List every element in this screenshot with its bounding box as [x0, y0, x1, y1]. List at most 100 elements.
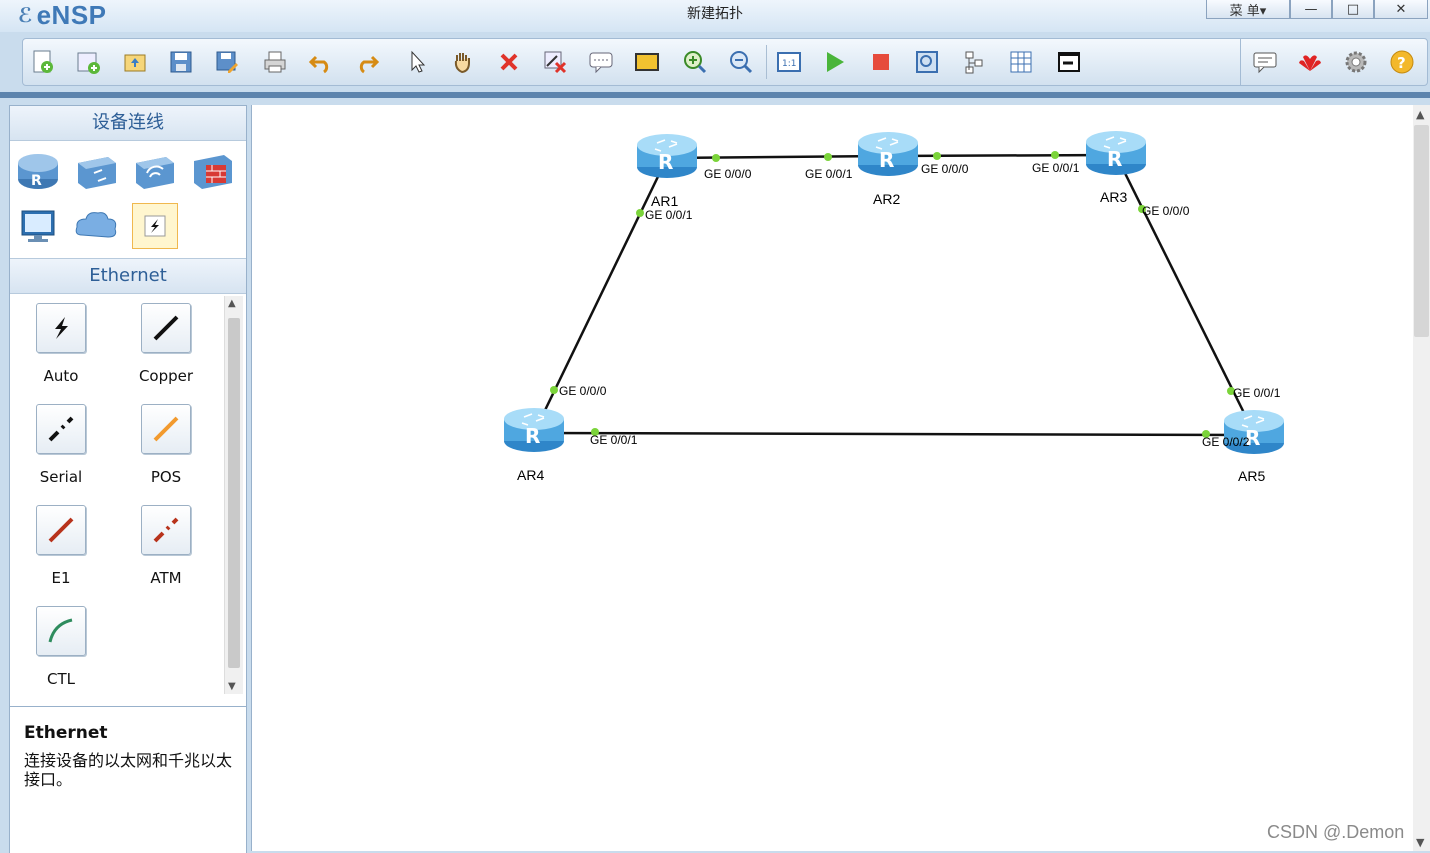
cable-list-scroll-thumb[interactable]: [228, 318, 240, 668]
cable-ctl[interactable]: CTL: [11, 606, 111, 696]
port-status-dot: [550, 386, 558, 394]
console-icon[interactable]: [1055, 48, 1083, 76]
port-label-ar1-ge001: GE 0/0/1: [645, 208, 693, 222]
cable-serial[interactable]: Serial: [11, 404, 111, 494]
port-label-ar4-ge000: GE 0/0/0: [559, 384, 607, 398]
zoom-in-icon[interactable]: [681, 48, 709, 76]
router-icon-ar4[interactable]: R: [504, 408, 564, 452]
svg-text:R: R: [31, 173, 42, 189]
port-status-dot: [636, 209, 644, 217]
canvas-scroll-down-icon[interactable]: ▼: [1416, 836, 1425, 849]
switch-device-icon[interactable]: [74, 149, 118, 193]
feedback-icon[interactable]: [1251, 48, 1279, 76]
cable-atm[interactable]: ATM: [116, 505, 216, 595]
auto-cable-icon: [36, 303, 86, 353]
minimize-button[interactable]: —: [1290, 0, 1332, 19]
open-icon[interactable]: [121, 48, 149, 76]
save-as-icon[interactable]: [213, 48, 241, 76]
grid-icon[interactable]: [1007, 48, 1035, 76]
svg-text:R: R: [1245, 426, 1260, 450]
cable-info-description: 连接设备的以太网和千兆以太接口。: [24, 751, 233, 789]
port-status-dot: [712, 154, 720, 162]
port-status-dot: [1202, 430, 1210, 438]
router-icon-ar3[interactable]: R: [1086, 131, 1146, 175]
canvas-scroll-up-icon[interactable]: ▲: [1416, 108, 1425, 121]
zoom-out-icon[interactable]: [727, 48, 755, 76]
atm-cable-icon: [141, 505, 191, 555]
text-note-icon[interactable]: [587, 48, 615, 76]
close-button[interactable]: ✕: [1374, 0, 1428, 19]
cable-auto[interactable]: Auto: [11, 303, 111, 393]
window-title: 新建拓扑: [687, 6, 743, 22]
save-icon[interactable]: [167, 48, 195, 76]
port-status-dot: [1138, 205, 1146, 213]
port-label-ar5-ge001: GE 0/0/1: [1233, 386, 1281, 400]
pc-device-icon[interactable]: [16, 203, 60, 247]
pan-hand-icon[interactable]: [449, 48, 477, 76]
port-status-dot: [1051, 151, 1059, 159]
port-label-ar4-ge001: GE 0/0/1: [590, 433, 638, 447]
port-label-ar2-ge000: GE 0/0/0: [921, 162, 969, 176]
title-bar: ℰ eNSP 新建拓扑 菜 单▾ — □ ✕: [0, 0, 1430, 32]
router-device-icon[interactable]: R: [16, 149, 60, 193]
stop-device-icon[interactable]: [867, 48, 895, 76]
router-label-ar2: AR2: [873, 191, 901, 207]
topology-view-icon[interactable]: [961, 48, 989, 76]
rectangle-icon[interactable]: [633, 48, 661, 76]
redo-icon[interactable]: [353, 48, 381, 76]
cable-list-scrollbar[interactable]: ▲ ▼: [224, 296, 243, 694]
cable-info-box: Ethernet 连接设备的以太网和千兆以太接口。: [10, 706, 246, 853]
router-label-ar3: AR3: [1100, 189, 1128, 205]
router-icon-ar2[interactable]: R: [858, 132, 918, 176]
cable-e1[interactable]: E1: [11, 505, 111, 595]
canvas-scroll-thumb[interactable]: [1414, 125, 1429, 337]
cable-type-header: Ethernet: [10, 258, 246, 294]
new-example-icon[interactable]: [75, 48, 103, 76]
port-label-ar2-ge001: GE 0/0/1: [805, 167, 853, 181]
toolbar: 1:1 ?: [22, 38, 1428, 86]
maximize-button[interactable]: □: [1332, 0, 1374, 19]
delete-link-icon[interactable]: [541, 48, 569, 76]
undo-icon[interactable]: [307, 48, 335, 76]
scroll-down-icon[interactable]: ▼: [228, 681, 236, 692]
cable-pos[interactable]: POS: [116, 404, 216, 494]
e1-cable-icon: [36, 505, 86, 555]
router-label-ar1: AR1: [651, 193, 679, 209]
port-label-ar1-ge000: GE 0/0/0: [704, 167, 752, 181]
cloud-device-icon[interactable]: [74, 203, 118, 247]
fit-to-window-icon[interactable]: 1:1: [775, 48, 803, 76]
print-icon[interactable]: [261, 48, 289, 76]
port-status-dot: [824, 153, 832, 161]
svg-text:R: R: [658, 150, 673, 174]
connection-device-icon[interactable]: [132, 203, 178, 249]
svg-text:1:1: 1:1: [782, 59, 796, 69]
link-ar4-ar5: [533, 431, 1255, 437]
router-icon-ar5[interactable]: R: [1224, 410, 1284, 454]
capture-icon[interactable]: [913, 48, 941, 76]
start-device-icon[interactable]: [821, 48, 849, 76]
help-icon[interactable]: ?: [1388, 48, 1416, 76]
svg-text:R: R: [1107, 147, 1122, 171]
firewall-device-icon[interactable]: [190, 149, 234, 193]
select-pointer-icon[interactable]: [403, 48, 431, 76]
wireless-device-icon[interactable]: [132, 149, 176, 193]
router-icon-ar1[interactable]: R: [637, 134, 697, 178]
topology-links: R R R R R: [504, 131, 1284, 454]
router-label-ar4: AR4: [517, 467, 545, 483]
huawei-logo-icon[interactable]: [1296, 48, 1324, 76]
toolbar-divider: [0, 92, 1430, 98]
ctl-cable-icon: [36, 606, 86, 656]
settings-gear-icon[interactable]: [1342, 48, 1370, 76]
cable-copper[interactable]: Copper: [116, 303, 216, 393]
serial-cable-icon: [36, 404, 86, 454]
svg-text:?: ?: [1397, 54, 1406, 72]
port-status-dot: [591, 428, 599, 436]
ensp-logo-icon: ℰ: [18, 3, 33, 27]
menu-button[interactable]: 菜 单▾: [1206, 0, 1290, 19]
scroll-up-icon[interactable]: ▲: [228, 298, 236, 309]
delete-icon[interactable]: [495, 48, 523, 76]
port-status-dot: [933, 152, 941, 160]
canvas-vertical-scrollbar[interactable]: ▲ ▼: [1413, 105, 1430, 851]
new-topology-icon[interactable]: [29, 48, 57, 76]
